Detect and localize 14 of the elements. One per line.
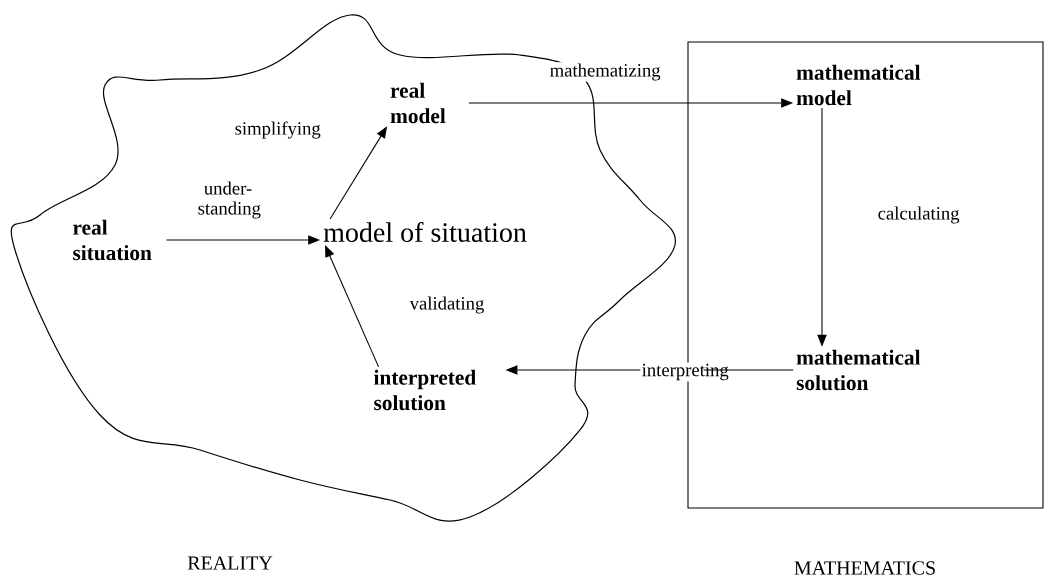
edge-label: interpreting <box>640 362 729 382</box>
step-label: real model <box>390 82 446 124</box>
edge-label: validating <box>408 295 484 315</box>
step-label: mathematical solution <box>796 349 921 391</box>
step-label: interpreted solution <box>373 369 476 411</box>
node-label: REALITY <box>187 556 273 570</box>
node-label: MATHEMATICS <box>794 561 935 575</box>
step-label: real situation <box>73 219 152 261</box>
edge-label: under- standing <box>196 180 261 220</box>
edge-label: mathematizing <box>548 62 661 82</box>
edge-label: simplifying <box>233 120 321 140</box>
step-label: model of situation <box>323 222 527 242</box>
edge-label: calculating <box>876 205 960 225</box>
step-label: mathematical model <box>796 64 921 106</box>
